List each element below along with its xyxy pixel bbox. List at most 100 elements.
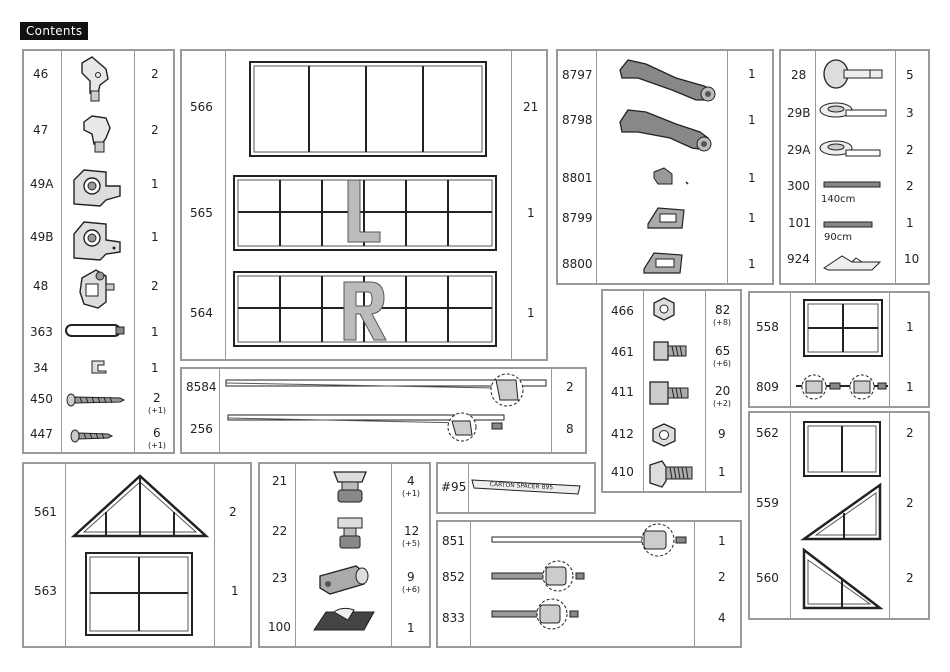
parts-box-rods	[180, 367, 587, 454]
adhesive-pad-icon	[313, 607, 375, 631]
square-bolt-icon	[653, 341, 687, 361]
part-qty: 4	[407, 474, 415, 488]
part-code: 48	[33, 279, 49, 293]
part-qty: 2	[151, 123, 159, 137]
corner-connector-icon	[81, 56, 109, 102]
part-code: 28	[791, 68, 807, 82]
panel-565-drawing	[233, 175, 497, 251]
short-screw-icon	[70, 429, 114, 443]
part-code: 565	[190, 206, 213, 220]
part-code: 410	[611, 465, 634, 479]
part-code: 561	[34, 505, 57, 519]
part-qty: 82	[715, 303, 731, 317]
part-qty-extra: (+2)	[713, 399, 732, 408]
part-code: 852	[442, 570, 465, 584]
part-code: 49B	[30, 230, 54, 244]
part-code: 851	[442, 534, 465, 548]
parts-box-roof-panels	[22, 462, 252, 648]
part-qty: 1	[748, 67, 756, 81]
part-code: 256	[190, 422, 213, 436]
parts-box-connectors	[22, 49, 175, 454]
part-qty: 2	[151, 279, 159, 293]
part-qty: 1	[906, 216, 914, 230]
part-qty: 1	[151, 361, 159, 375]
part-code: 29A	[787, 143, 811, 157]
part-code: 46	[33, 67, 49, 81]
parts-box-long-panels	[180, 49, 548, 361]
part-qty: 2	[151, 67, 159, 81]
part-qty: 1	[151, 325, 159, 339]
bracket-connector-icon	[73, 221, 121, 261]
panel-560-drawing	[802, 547, 884, 610]
part-code: 447	[30, 427, 53, 441]
part-code: 563	[34, 584, 57, 598]
part-code: 461	[611, 345, 634, 359]
panel-564-drawing	[233, 271, 497, 347]
part-code: #95	[441, 480, 467, 494]
tube-plug-icon	[319, 565, 369, 595]
part-qty-extra: (+8)	[713, 318, 732, 327]
part-qty: 2	[906, 496, 914, 510]
part-code: 8797	[562, 68, 593, 82]
bar-90cm-icon	[823, 221, 873, 228]
part-code: 8584	[186, 380, 217, 394]
part-qty: 4	[718, 611, 726, 625]
part-code: 809	[756, 380, 779, 394]
rod-852-icon	[491, 560, 585, 592]
corner-connector-icon	[83, 115, 111, 153]
panel-559-drawing	[800, 482, 882, 541]
part-qty: 1	[748, 113, 756, 127]
parts-box-carton-spacer	[436, 462, 596, 514]
carton-spacer-icon	[471, 479, 581, 495]
part-qty: 10	[904, 252, 920, 266]
hex-nut-icon	[652, 423, 676, 447]
part-code: 559	[756, 496, 779, 510]
part-code: 300	[787, 179, 810, 193]
part-code: 34	[33, 361, 49, 375]
parts-box-arms	[556, 49, 774, 285]
part-code: 450	[30, 392, 53, 406]
part-qty: 2	[906, 426, 914, 440]
part-qty: 1	[527, 206, 535, 220]
part-qty: 2	[718, 570, 726, 584]
clip-icon	[91, 360, 107, 374]
page-title: Contents	[20, 22, 89, 40]
part-code: 566	[190, 100, 213, 114]
part-qty: 1	[748, 171, 756, 185]
part-qty: 1	[718, 465, 726, 479]
part-length-label: 140cm	[821, 194, 856, 205]
stud-plug-icon	[337, 517, 363, 549]
rod-256-icon	[227, 412, 505, 442]
part-qty: 1	[151, 230, 159, 244]
hinge-809-icon	[796, 374, 888, 400]
part-qty-extra: (+6)	[713, 359, 732, 368]
panel-561-drawing	[70, 474, 210, 538]
part-code: 49A	[30, 177, 54, 191]
carriage-bolt-icon	[649, 381, 689, 405]
part-code: 100	[268, 620, 291, 634]
parts-box-pegs	[779, 49, 930, 285]
part-qty: 1	[407, 621, 415, 635]
part-qty: 6	[153, 426, 161, 440]
part-qty: 3	[906, 106, 914, 120]
part-code: 23	[272, 571, 288, 585]
part-code: 8800	[562, 257, 593, 271]
part-code: 924	[787, 252, 810, 266]
part-code: 29B	[787, 106, 811, 120]
part-code: 8799	[562, 211, 593, 225]
part-code: 564	[190, 306, 213, 320]
latch-plate-icon	[647, 207, 685, 229]
part-qty: 1	[718, 534, 726, 548]
hex-bolt-icon	[649, 460, 693, 488]
panel-562-drawing	[803, 421, 881, 477]
part-length-label: 90cm	[824, 232, 852, 243]
latch-plate-icon	[643, 252, 683, 274]
part-qty: 1	[748, 211, 756, 225]
rod-851-icon	[491, 523, 687, 557]
part-code: 22	[272, 524, 288, 538]
bar-140cm-icon	[823, 181, 881, 188]
part-qty: 2	[153, 391, 161, 405]
part-code: 833	[442, 611, 465, 625]
part-qty: 1	[906, 320, 914, 334]
part-code: 411	[611, 385, 634, 399]
